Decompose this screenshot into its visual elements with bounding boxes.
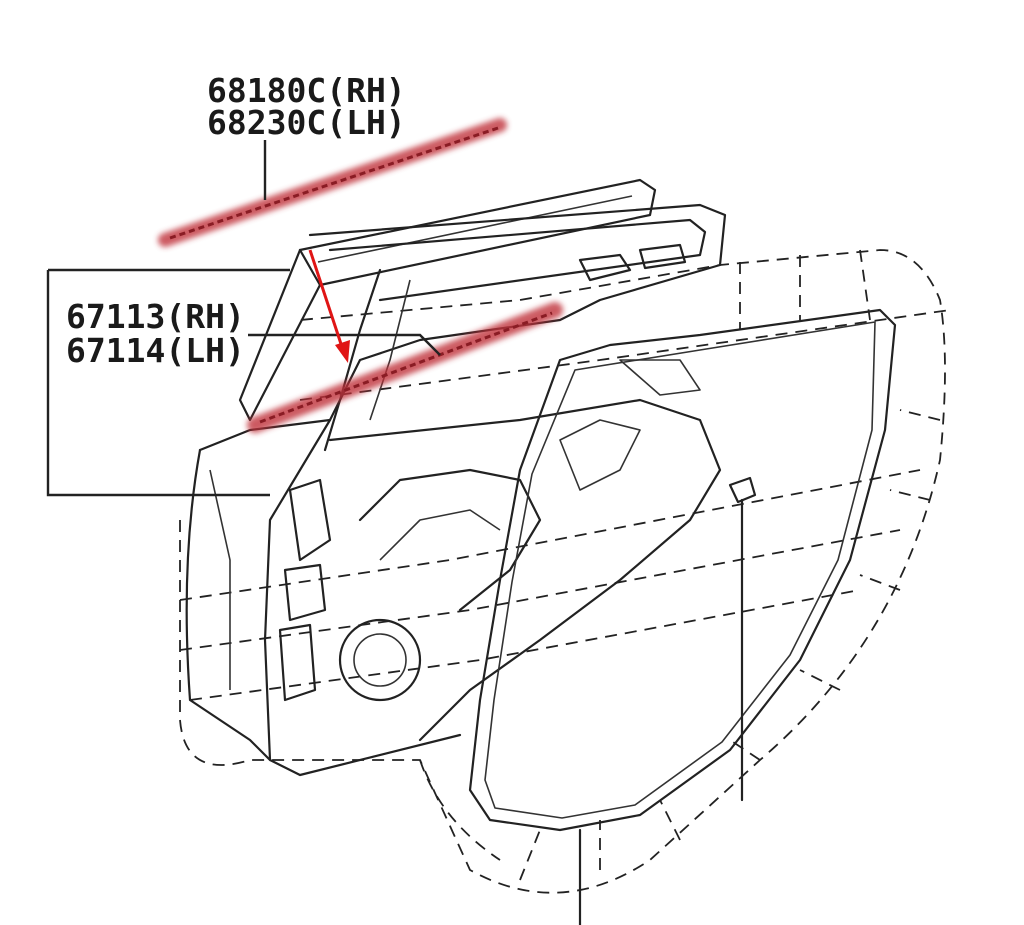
door-shell <box>278 359 722 742</box>
door-glass-frame <box>238 178 657 422</box>
callout-top-line1: 68180C(RH) <box>207 71 406 110</box>
red-pointer-arrow-icon <box>308 249 350 363</box>
door-inner-panel <box>185 203 727 777</box>
door-weatherstrip <box>468 308 897 832</box>
highlight-top-molding <box>158 118 507 247</box>
highlight-mid-molding <box>247 302 563 433</box>
leader-lines <box>46 140 441 497</box>
callout-mid-line2: 67114(LH) <box>66 331 245 370</box>
dashed-body-outline <box>179 249 951 894</box>
clip-fastener <box>578 476 757 925</box>
callout-top-line2: 68230C(LH) <box>207 103 406 142</box>
callout-mid-line1: 67113(RH) <box>66 297 245 336</box>
